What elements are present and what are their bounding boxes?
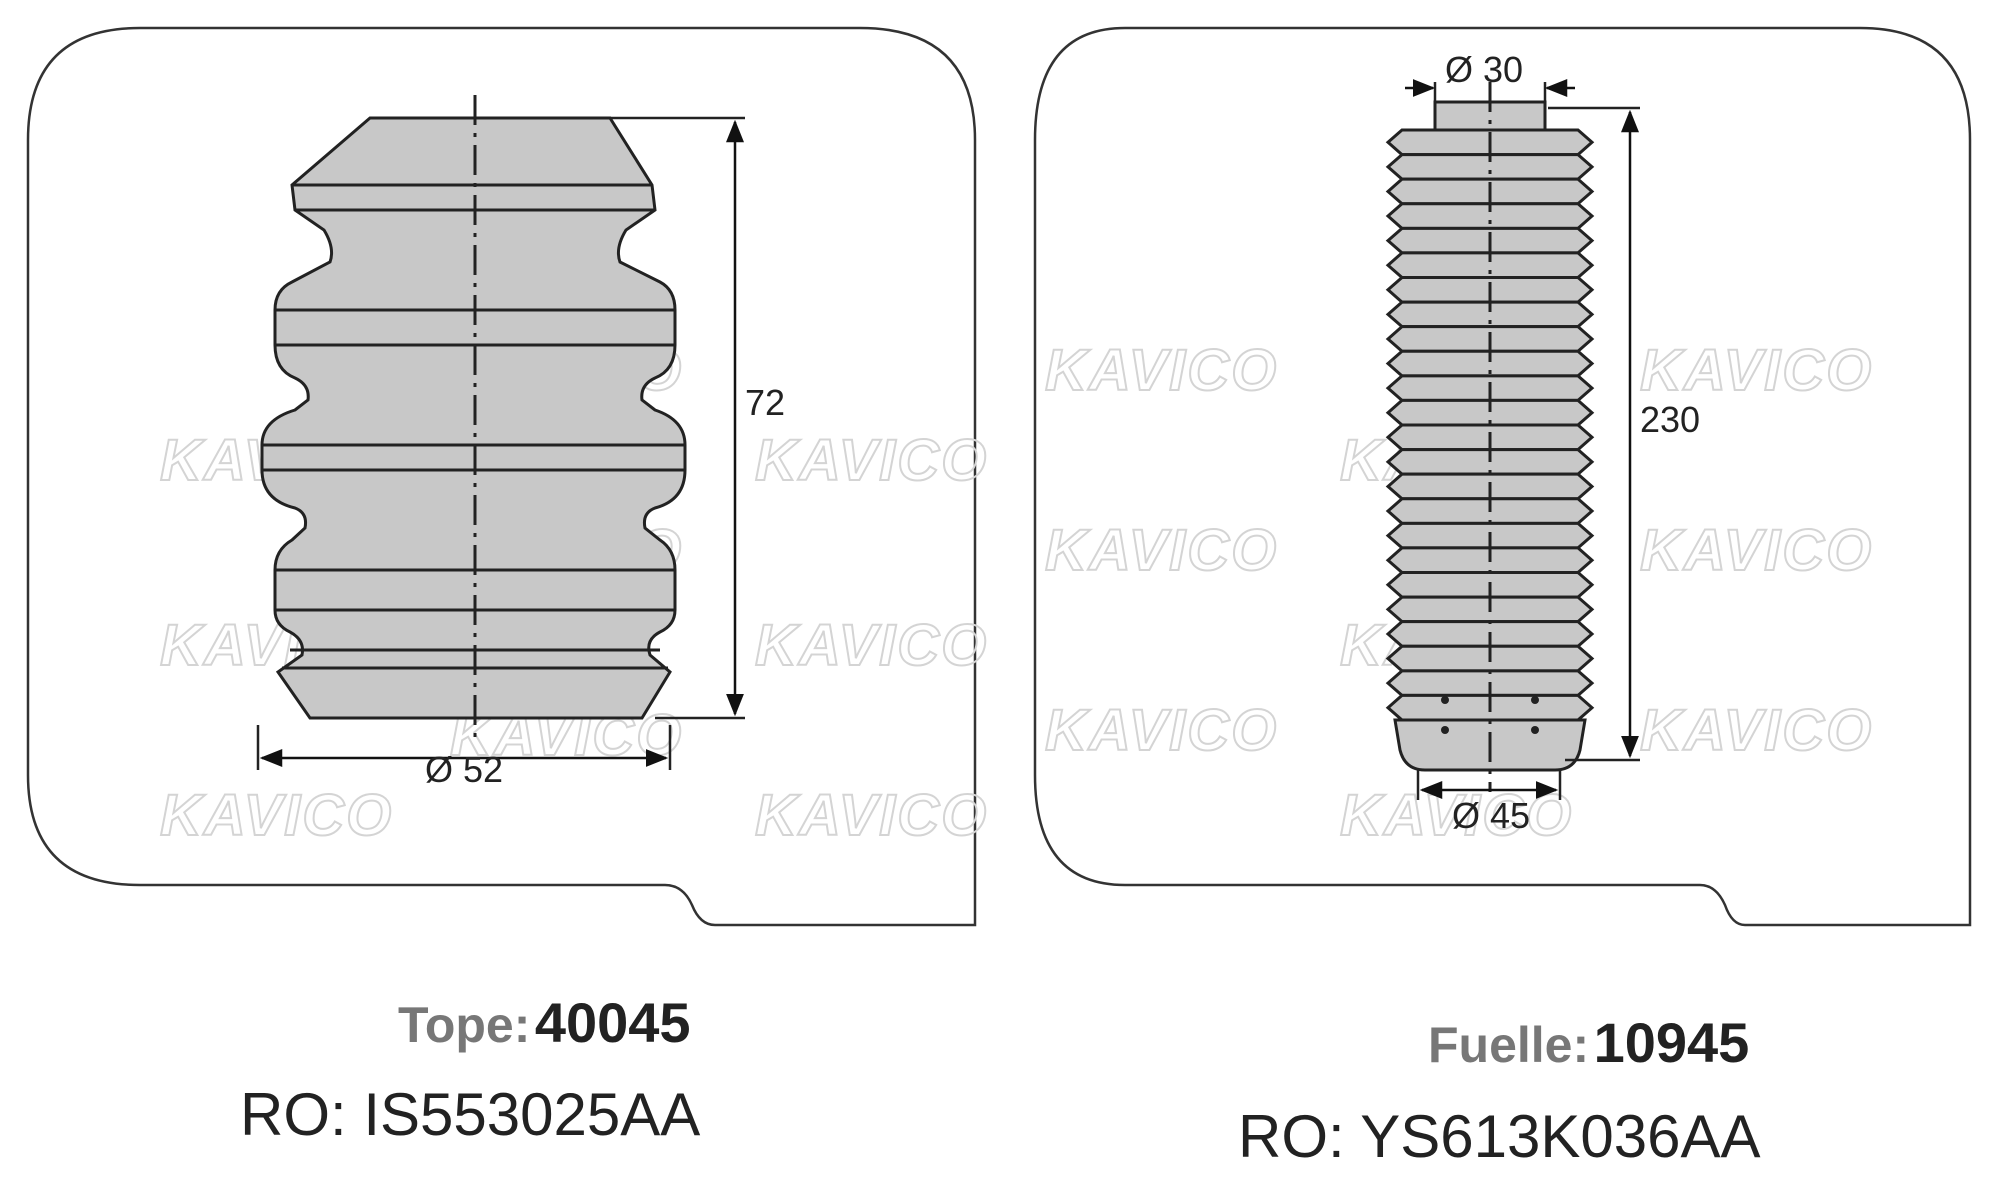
bellows-drawing xyxy=(1385,82,1595,792)
dimension-top-diameter-right: Ø 30 xyxy=(1445,49,1523,90)
bellows-dimensions xyxy=(1405,79,1640,800)
right-part-type: Fuelle: xyxy=(1428,1017,1590,1073)
svg-text:KAVICO: KAVICO xyxy=(1045,698,1278,763)
left-part-number: 40045 xyxy=(534,991,691,1054)
svg-text:KAVICO: KAVICO xyxy=(755,428,988,493)
left-panel-frame xyxy=(26,26,977,927)
dimension-diameter-left: Ø 52 xyxy=(425,749,503,790)
left-part-type: Tope: xyxy=(398,997,531,1053)
svg-text:KAVICO: KAVICO xyxy=(755,613,988,678)
svg-text:KAVICO: KAVICO xyxy=(1640,518,1873,583)
svg-text:KAVICO: KAVICO xyxy=(160,783,393,848)
dimension-height-left: 72 xyxy=(745,382,785,423)
svg-text:KAVICO: KAVICO xyxy=(1640,338,1873,403)
right-panel-frame xyxy=(1033,26,1972,927)
left-part-title: Tope: 40045 xyxy=(398,990,691,1055)
right-part-title: Fuelle: 10945 xyxy=(1428,1010,1749,1075)
svg-text:KAVICO: KAVICO xyxy=(755,783,988,848)
right-part-ro: RO: YS613K036AA xyxy=(1238,1103,1761,1170)
left-part-ro: RO: IS553025AA xyxy=(240,1081,701,1148)
right-part-number: 10945 xyxy=(1593,1011,1750,1074)
svg-text:KAVICO: KAVICO xyxy=(1045,518,1278,583)
svg-text:KAVICO: KAVICO xyxy=(1045,338,1278,403)
dimension-height-right: 230 xyxy=(1640,399,1700,440)
dimension-bottom-diameter-right: Ø 45 xyxy=(1452,795,1530,836)
bump-stop-dimensions xyxy=(256,116,745,770)
bump-stop-drawing xyxy=(260,95,687,745)
svg-text:KAVICO: KAVICO xyxy=(1640,698,1873,763)
